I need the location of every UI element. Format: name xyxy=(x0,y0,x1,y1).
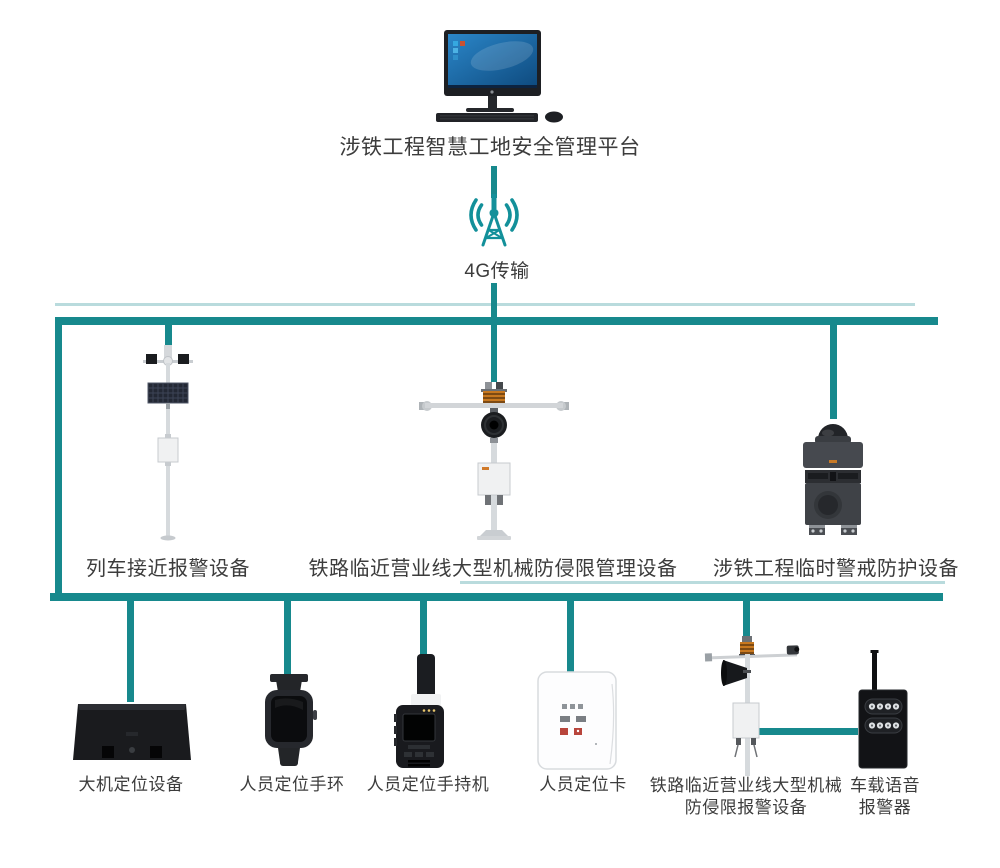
drop-handheld xyxy=(420,601,427,655)
transmission-label: 4G传输 xyxy=(464,261,530,282)
monitoring-pole-icon xyxy=(419,382,569,540)
wristband-icon xyxy=(265,674,317,766)
drop-wristband xyxy=(284,601,291,675)
terminal-label-wristband: 人员定位手环 xyxy=(239,775,345,794)
terminal-label-handheld: 人员定位手持机 xyxy=(366,775,490,794)
bus-top-shadow-line xyxy=(55,303,915,306)
terminal-label-machine-locator: 大机定位设备 xyxy=(78,775,184,794)
solar-alarm-pole-icon xyxy=(143,345,193,541)
terminal-label-alarm-pole-line1: 铁路临近营业线大型机械 xyxy=(649,776,843,795)
4g-antenna-icon xyxy=(469,194,519,247)
handheld-terminal-icon xyxy=(394,654,444,768)
drop-dome-unit xyxy=(830,325,837,419)
machine-locator-box-icon xyxy=(73,704,191,760)
terminal-label-locator-card: 人员定位卡 xyxy=(539,775,627,794)
field-device-label-train-alarm: 列车接近报警设备 xyxy=(86,558,250,580)
bus-bottom-shadow-line xyxy=(460,581,945,584)
link-platform-4g xyxy=(491,166,497,198)
branch-vehicle-alarm xyxy=(754,728,858,735)
drop-locator-card xyxy=(567,601,574,672)
link-4g-bus xyxy=(491,283,497,382)
drop-train-alarm xyxy=(165,325,172,347)
locator-card-icon xyxy=(537,671,617,770)
terminal-label-alarm-pole-line2: 防侵限报警设备 xyxy=(684,798,808,817)
terminal-label-vehicle-alarm: 车载语音 报警器 xyxy=(850,775,920,819)
drop-alarm-pole xyxy=(743,601,750,638)
drop-machine-locator xyxy=(127,601,134,702)
terminal-label-vehicle-alarm-line1: 车载语音 xyxy=(850,776,920,795)
terminal-label-vehicle-alarm-line2: 报警器 xyxy=(858,798,912,817)
platform-label: 涉铁工程智慧工地安全管理平台 xyxy=(339,136,641,159)
terminal-label-alarm-pole: 铁路临近营业线大型机械 防侵限报警设备 xyxy=(650,775,843,819)
alarm-pole-icon xyxy=(704,636,800,776)
field-device-label-temp-guard: 涉铁工程临时警戒防护设备 xyxy=(713,558,959,580)
field-device-label-intrusion-mgmt: 铁路临近营业线大型机械防侵限管理设备 xyxy=(308,558,678,580)
dome-camera-unit-icon xyxy=(803,424,863,535)
vehicle-voice-alarm-icon xyxy=(858,650,908,769)
desktop-computer-icon xyxy=(436,30,563,123)
bus-top xyxy=(55,317,938,325)
left-riser xyxy=(55,317,62,601)
bus-bottom xyxy=(50,593,943,601)
